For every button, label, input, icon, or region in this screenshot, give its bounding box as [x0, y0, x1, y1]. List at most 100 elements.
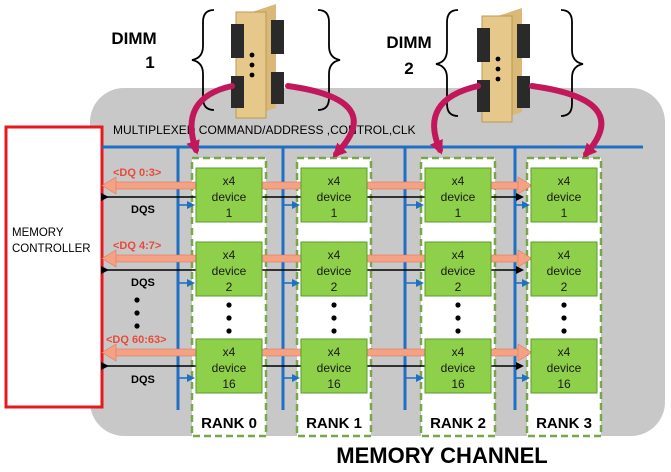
device-width-label: x4	[558, 174, 571, 188]
device-word-label: device	[317, 190, 352, 204]
device-r2-1: x4 device 1	[424, 167, 492, 223]
device-number: 16	[327, 377, 341, 391]
dimm-to-rank-arrows	[186, 83, 605, 158]
device-number: 16	[222, 377, 236, 391]
controller-ellipsis	[134, 297, 140, 329]
device-word-label: device	[212, 190, 247, 204]
dimm-1-brace	[191, 9, 215, 111]
device-box	[424, 167, 492, 223]
device-width-label: x4	[452, 174, 465, 188]
memory-controller-label-line2: CONTROLLER	[12, 243, 91, 255]
device-number: 2	[561, 280, 568, 294]
device-box	[424, 338, 492, 394]
dqs-label-1: DQS	[131, 204, 155, 216]
arrow-dimm1-rank0	[186, 83, 235, 155]
dqs-label-3: DQS	[131, 374, 155, 386]
device-box	[424, 241, 492, 297]
device-box	[300, 338, 368, 394]
device-box	[530, 167, 598, 223]
bus-label: MULTIPLEXED COMMAND/ADDRESS ,CONTROL,CLK	[113, 123, 416, 137]
device-r2-2: x4 device 2	[424, 241, 492, 297]
device-number: 16	[451, 377, 465, 391]
device-width-label: x4	[452, 345, 465, 359]
device-r2-3: x4 device 16	[424, 338, 492, 394]
rank-ellipsis-dot	[331, 328, 337, 334]
device-word-label: device	[317, 361, 352, 375]
device-number: 1	[226, 206, 233, 220]
dimm-2-module-icon	[477, 8, 530, 123]
device-box	[530, 338, 598, 394]
arrow-dimm2-rank2	[429, 83, 481, 155]
dimm-1-label-line2: 1	[145, 53, 154, 72]
device-word-label: device	[441, 361, 476, 375]
device-width-label: x4	[328, 345, 341, 359]
device-word-label: device	[212, 264, 247, 278]
dimm-2-label-line2: 2	[404, 59, 413, 78]
device-width-label: x4	[558, 248, 571, 262]
device-r1-1: x4 device 1	[300, 167, 368, 223]
rank-ellipsis-dot	[331, 302, 337, 308]
device-width-label: x4	[223, 345, 236, 359]
device-number: 2	[455, 280, 462, 294]
memory-controller-box	[4, 125, 104, 409]
device-box	[300, 241, 368, 297]
channel-title: MEMORY CHANNEL	[336, 443, 547, 468]
device-width-label: x4	[328, 174, 341, 188]
dimm-1-module-icon	[231, 4, 284, 119]
rank-ellipsis-dot	[561, 302, 567, 308]
device-width-label: x4	[223, 174, 236, 188]
device-r3-2: x4 device 2	[530, 241, 598, 297]
rank-ellipsis-dot	[455, 302, 461, 308]
rank-ellipsis-dot	[226, 302, 232, 308]
device-number: 1	[455, 206, 462, 220]
device-r3-1: x4 device 1	[530, 167, 598, 223]
rank-ellipsis-dot	[331, 315, 337, 321]
device-r0-1: x4 device 1	[195, 167, 263, 223]
dq-label-60-63: <DQ 60:63>	[106, 334, 167, 346]
device-word-label: device	[547, 264, 582, 278]
dqs-label-2: DQS	[131, 277, 155, 289]
device-word-label: device	[441, 190, 476, 204]
rank-ellipsis-dot	[455, 328, 461, 334]
device-word-label: device	[547, 361, 582, 375]
rank-3-label: RANK 3	[536, 415, 592, 432]
device-word-label: device	[547, 190, 582, 204]
arrow-dimm2-rank3	[529, 83, 605, 158]
device-word-label: device	[317, 264, 352, 278]
dimm-1-brace-right	[317, 9, 341, 111]
dq-label-0-3: <DQ 0:3>	[113, 167, 161, 179]
device-word-label: device	[212, 361, 247, 375]
rank-ellipsis-dot	[226, 315, 232, 321]
device-width-label: x4	[558, 345, 571, 359]
dimm-2-brace	[435, 9, 459, 117]
rank-ellipsis-dot	[226, 328, 232, 334]
dq-label-4-7: <DQ 4:7>	[113, 240, 161, 252]
rank-1-label: RANK 1	[306, 415, 362, 432]
arrow-dimm1-rank1	[285, 83, 357, 158]
device-width-label: x4	[328, 248, 341, 262]
rank-0-label: RANK 0	[201, 415, 257, 432]
device-number: 1	[561, 206, 568, 220]
dimm-1-label-line1: DIMM	[111, 29, 156, 48]
device-r1-3: x4 device 16	[300, 338, 368, 394]
device-box	[195, 338, 263, 394]
device-box	[195, 241, 263, 297]
bus-stubs	[178, 201, 530, 382]
device-width-label: x4	[223, 248, 236, 262]
device-width-label: x4	[452, 248, 465, 262]
rank-2-label: RANK 2	[430, 415, 486, 432]
device-word-label: device	[441, 264, 476, 278]
device-r1-2: x4 device 2	[300, 241, 368, 297]
rank-ellipsis-dot	[561, 328, 567, 334]
device-number: 2	[331, 280, 338, 294]
device-number: 2	[226, 280, 233, 294]
device-number: 1	[331, 206, 338, 220]
device-r0-2: x4 device 2	[195, 241, 263, 297]
device-group: x4 device 1 x4 device 2 x4 device 16 x4 device 1 x4 d…	[195, 167, 598, 394]
rank-ellipsis-dot	[455, 315, 461, 321]
device-box	[195, 167, 263, 223]
dimm-2-brace-right	[560, 9, 584, 117]
device-r0-3: x4 device 16	[195, 338, 263, 394]
